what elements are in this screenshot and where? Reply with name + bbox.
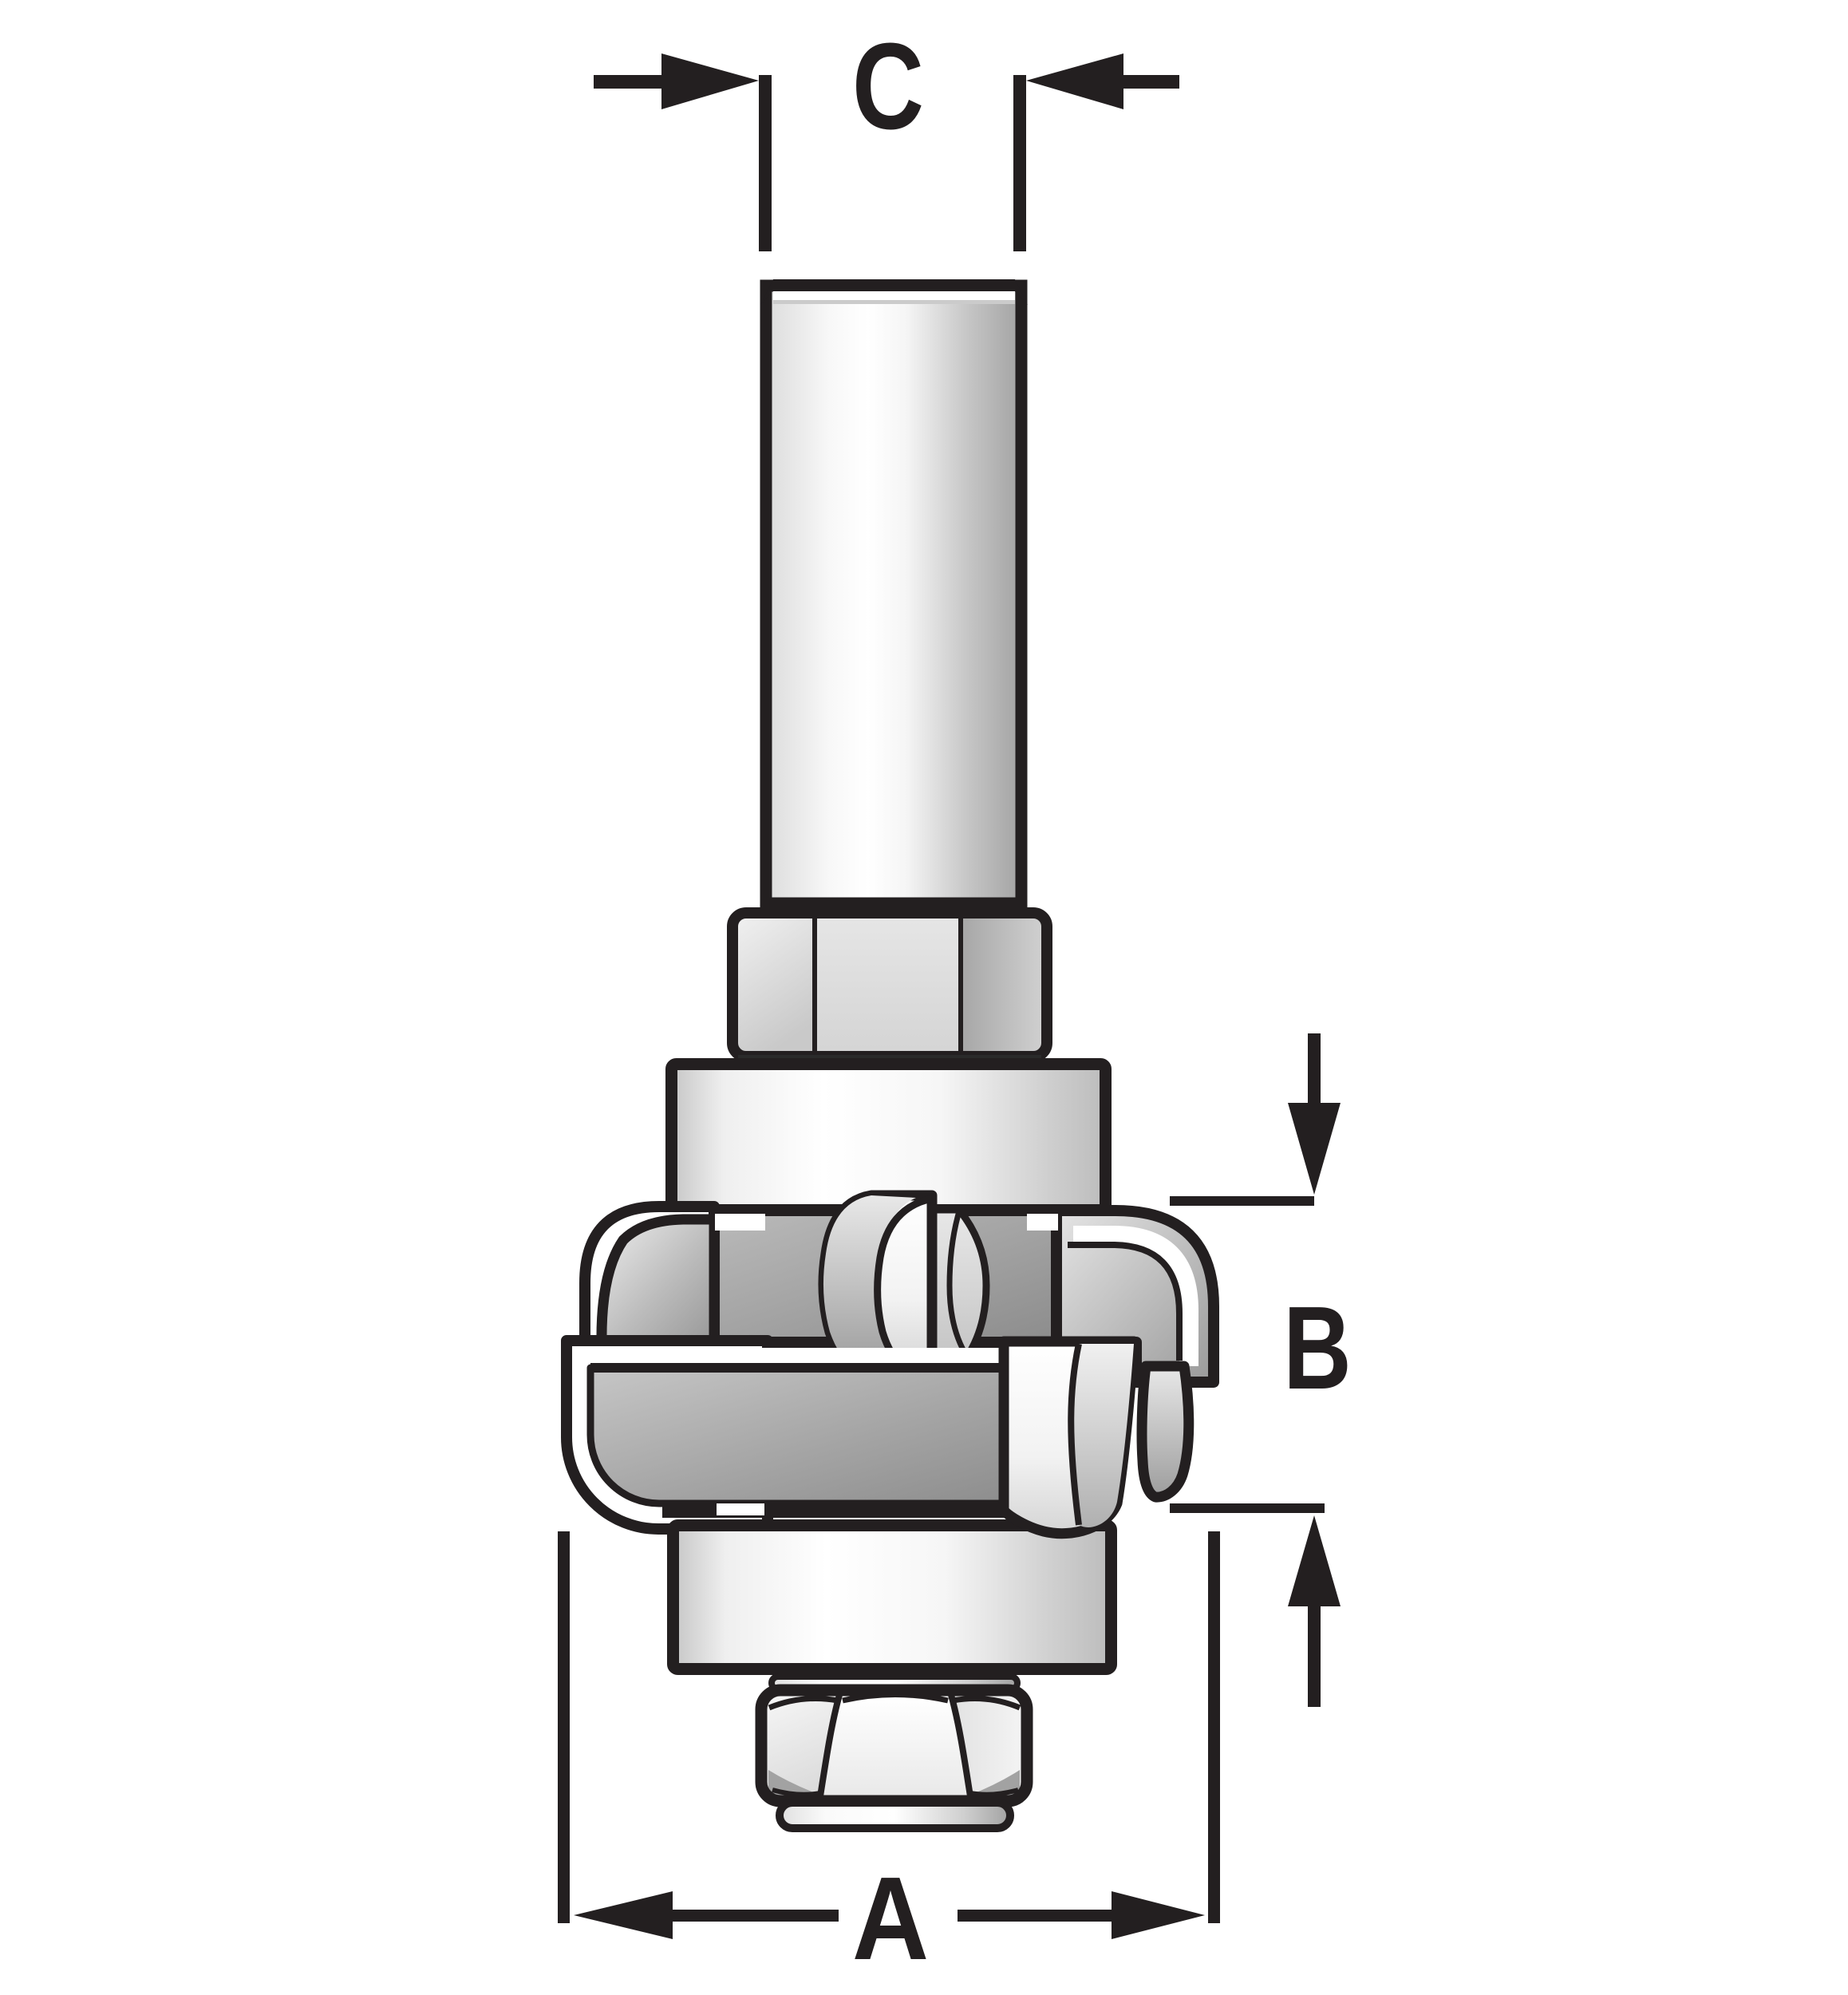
svg-text:A: A <box>852 1853 929 1985</box>
svg-text:B: B <box>1283 1282 1352 1414</box>
svg-text:C: C <box>852 17 924 155</box>
